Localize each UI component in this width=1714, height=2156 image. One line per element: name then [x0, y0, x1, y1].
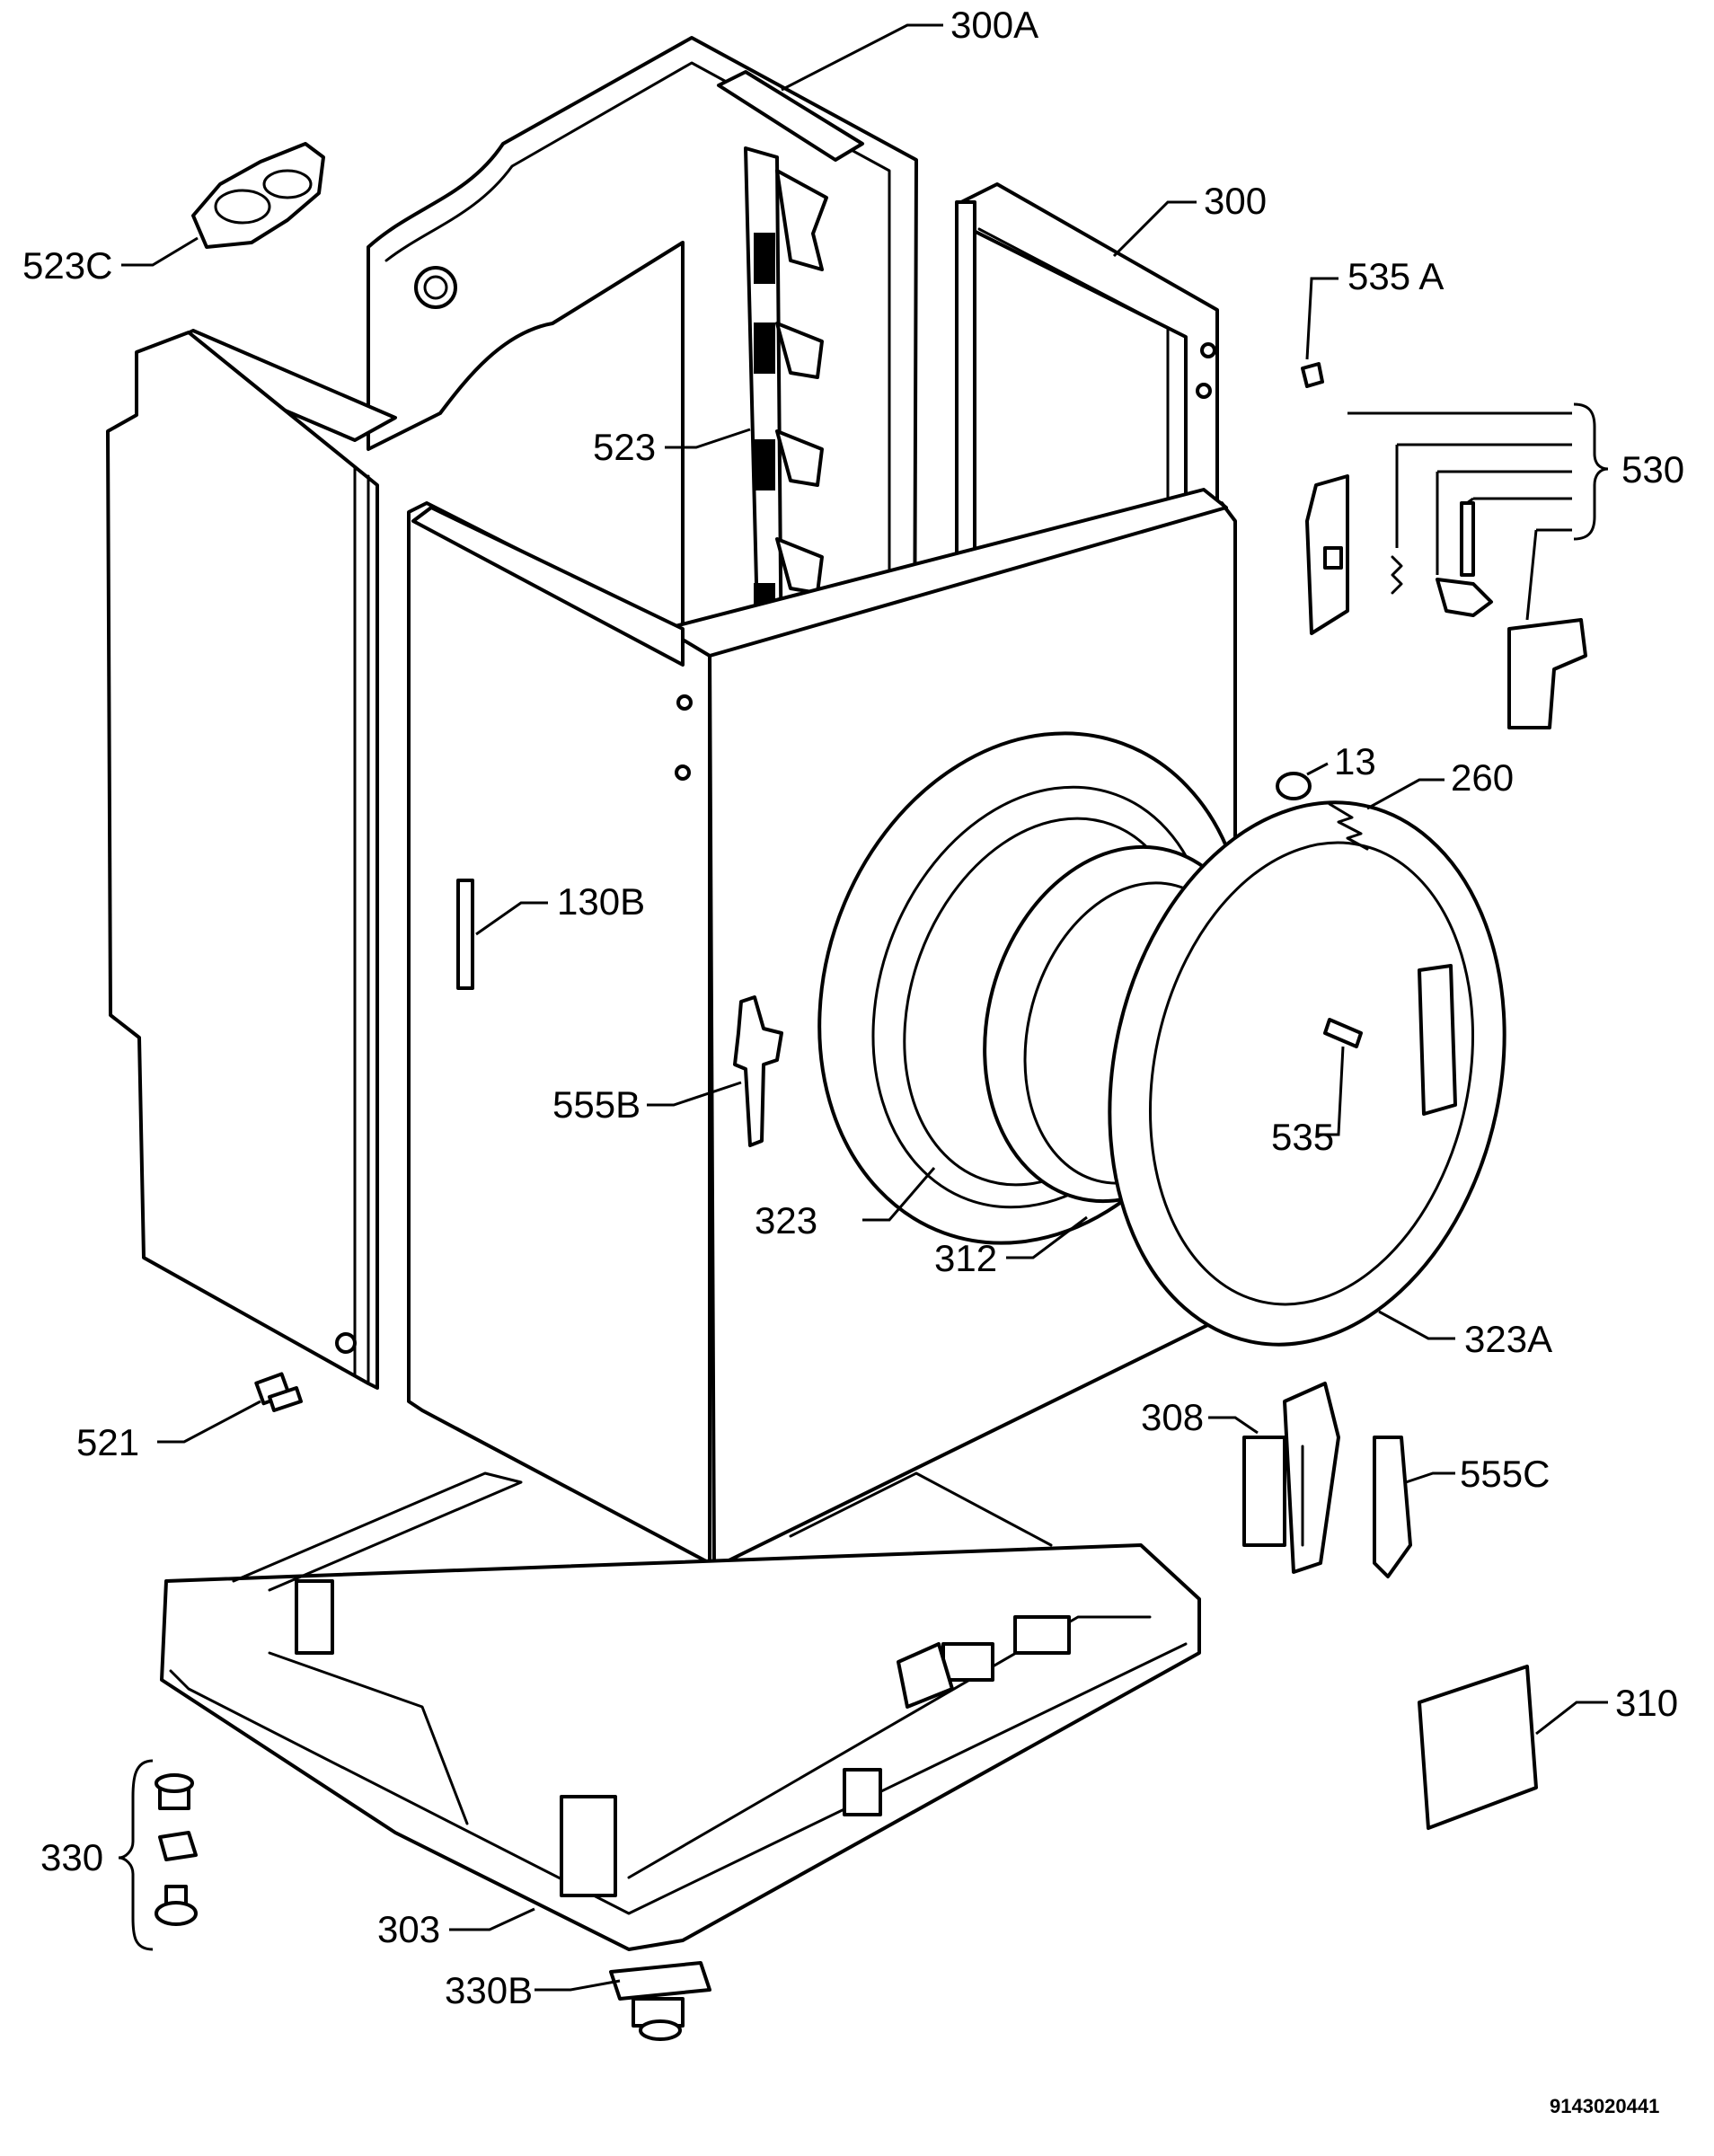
- callout-523: 523: [593, 426, 656, 468]
- adjustable-foot: [609, 1961, 711, 2041]
- door-assembly: [817, 731, 1506, 1347]
- callout-555c: 555C: [1460, 1453, 1550, 1495]
- cap-535a: [1301, 362, 1324, 388]
- callout-303: 303: [377, 1908, 440, 1950]
- knob-and-spring: [1276, 772, 1369, 851]
- callout-300a: 300A: [950, 4, 1038, 46]
- callout-312: 312: [934, 1237, 997, 1279]
- document-number: 9143020441: [1550, 2095, 1659, 2117]
- callout-530: 530: [1621, 448, 1684, 490]
- foot-hardware-set: [155, 1773, 198, 1926]
- door-hinge: [1242, 1382, 1340, 1574]
- callout-323: 323: [755, 1199, 817, 1241]
- cover-555c: [1373, 1436, 1412, 1578]
- callout-555b: 555B: [552, 1083, 641, 1126]
- screw-521: [254, 1372, 303, 1412]
- hose-clip: [191, 142, 325, 249]
- side-panel: [106, 331, 379, 1390]
- callout-13: 13: [1334, 740, 1376, 782]
- base-frame: [160, 1471, 1201, 1951]
- callout-523c: 523C: [22, 244, 112, 287]
- callout-535a: 535 A: [1347, 255, 1444, 297]
- callout-521: 521: [76, 1421, 139, 1463]
- leader-lines: [121, 23, 1608, 1992]
- callout-330b: 330B: [445, 1969, 533, 2011]
- filter-lid: [1418, 1665, 1538, 1830]
- callout-130b: 130B: [557, 880, 645, 923]
- door-lock-assembly: [1305, 474, 1587, 729]
- callout-323a: 323A: [1464, 1318, 1552, 1360]
- callout-535: 535: [1271, 1116, 1334, 1158]
- callout-labels: 300A 300 523C 535 A 523 530 13 260 130B …: [22, 4, 1684, 2011]
- bracket-530: [1573, 402, 1609, 541]
- callout-308: 308: [1141, 1396, 1204, 1438]
- bracket-330: [118, 1759, 154, 1951]
- callout-260: 260: [1451, 756, 1514, 799]
- callout-300: 300: [1204, 180, 1267, 222]
- callout-330: 330: [40, 1836, 103, 1878]
- callout-310: 310: [1615, 1682, 1678, 1724]
